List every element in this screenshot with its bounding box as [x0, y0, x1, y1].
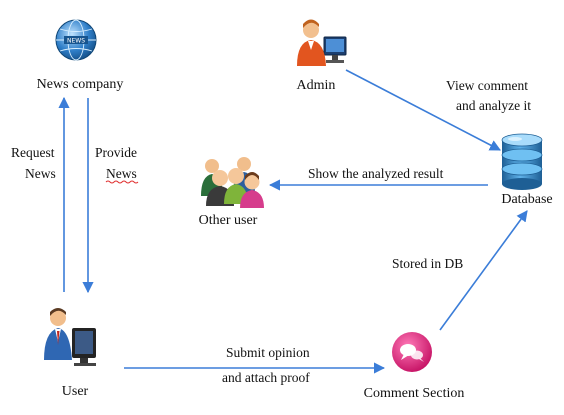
request-news-label-line1: Request [11, 145, 55, 160]
database-label: Database [501, 192, 552, 207]
svg-text:NEWS: NEWS [67, 38, 85, 45]
node-user: User [44, 308, 96, 399]
submit-opinion-label-line1: Submit opinion [226, 345, 310, 360]
provide-news-label-line1: Provide [95, 145, 137, 160]
people-group-icon [201, 157, 264, 208]
admin-label: Admin [297, 78, 336, 93]
node-news-company: NEWS News company [37, 20, 124, 92]
database-icon [502, 134, 542, 190]
node-comment-section: Comment Section [364, 332, 465, 401]
submit-opinion-label-line2: and attach proof [222, 370, 310, 385]
node-other-user: Other user [199, 157, 264, 228]
stored-in-db-label: Stored in DB [392, 256, 463, 271]
chat-bubble-icon [392, 332, 432, 372]
provide-news-label-line2: News [106, 166, 137, 181]
user-label: User [62, 384, 89, 399]
user-computer-icon [44, 308, 96, 366]
news-company-label: News company [37, 77, 124, 92]
globe-news-icon: NEWS [56, 20, 96, 60]
spellcheck-underline [106, 181, 138, 183]
view-comment-label-line1: View comment [446, 78, 528, 93]
node-database: Database [501, 134, 552, 207]
show-result-label: Show the analyzed result [308, 166, 444, 181]
request-news-label-line2: News [25, 166, 56, 181]
node-admin: Admin [297, 20, 346, 94]
other-user-label: Other user [199, 213, 258, 228]
comment-section-label: Comment Section [364, 386, 465, 401]
arrows [64, 70, 527, 368]
admin-computer-icon [297, 20, 346, 67]
view-comment-label-line2: and analyze it [456, 98, 531, 113]
